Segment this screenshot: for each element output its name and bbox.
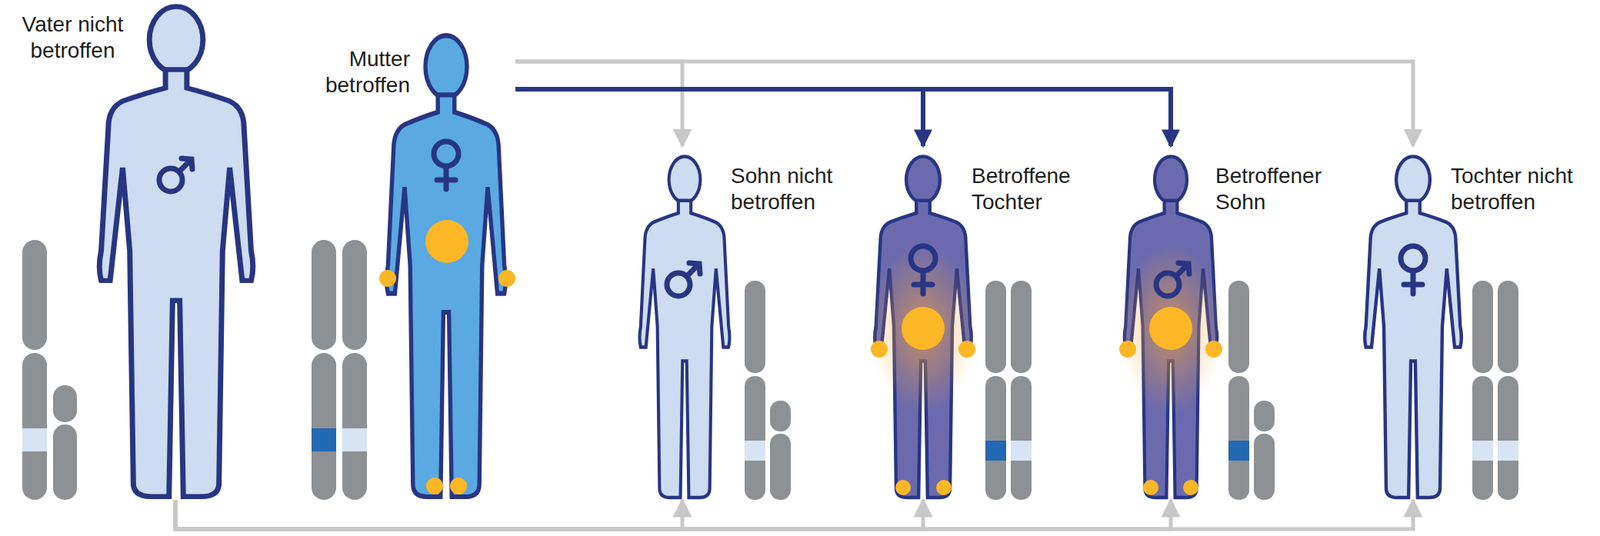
- father-figure: [99, 6, 254, 497]
- inheritance-arrow: [515, 61, 683, 147]
- child-node: Sohn nicht betroffen: [632, 146, 861, 500]
- female-symbol: [433, 141, 459, 190]
- chromosomes: [22, 240, 77, 500]
- child-node: Tochter nicht betroffen: [1356, 146, 1597, 500]
- daughter-figure: [1364, 156, 1462, 498]
- father-node: Vater nicht betroffen: [5, 11, 267, 500]
- symptom-spots: [1119, 306, 1223, 496]
- person-label: Sohn nicht betroffen: [730, 163, 858, 215]
- chromosomes: [311, 240, 367, 500]
- symptom-spots: [870, 306, 976, 496]
- male-symbol: [159, 158, 193, 192]
- person-label: Mutter betroffen: [306, 46, 410, 98]
- son-figure: [640, 156, 730, 498]
- child-node: Betroffener Sohn: [1116, 146, 1350, 500]
- glow: [1118, 243, 1224, 414]
- inheritance-arrow: [515, 89, 924, 147]
- chromosomes: [1228, 280, 1275, 500]
- person-label: Betroffener Sohn: [1215, 163, 1347, 215]
- inheritance-arrow: [515, 61, 1414, 147]
- male-symbol: [666, 263, 700, 297]
- chromosomes: [1472, 280, 1519, 500]
- inheritance-arrow: [175, 500, 1171, 530]
- inheritance-arrow: [175, 500, 1414, 530]
- inheritance-arrow: [515, 89, 1171, 147]
- child-node: Betroffene Tochter: [866, 146, 1102, 500]
- chromosomes: [744, 280, 791, 500]
- person-label: Betroffene Tochter: [971, 163, 1099, 215]
- person-label: Tochter nicht betroffen: [1450, 163, 1594, 215]
- mother-figure: [386, 35, 507, 497]
- female-symbol: [910, 246, 936, 294]
- inheritance-arrow: [175, 500, 683, 530]
- person-label: Vater nicht betroffen: [5, 11, 140, 64]
- inheritance-arrow: [175, 500, 924, 530]
- symptom-spots: [379, 220, 516, 495]
- male-symbol: [1156, 263, 1190, 297]
- chromosomes: [985, 280, 1032, 500]
- glow: [869, 243, 977, 414]
- female-symbol: [1400, 246, 1426, 294]
- mother-node: Mutter betroffen: [306, 30, 516, 500]
